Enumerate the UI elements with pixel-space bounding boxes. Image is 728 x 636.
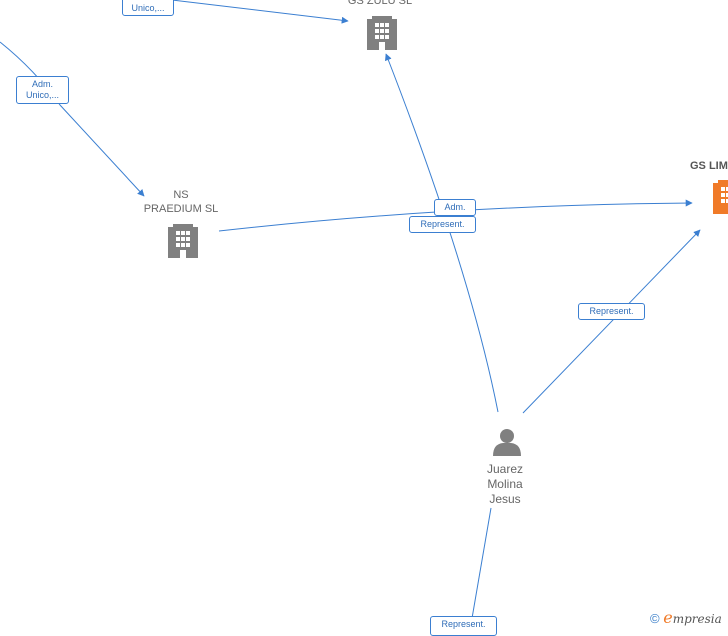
building-icon[interactable] [168, 224, 198, 258]
edge-label-represent-center[interactable]: Represent. [409, 216, 476, 233]
node-label-line: Molina [487, 477, 523, 491]
edge-left-to-ns-praedium [0, 41, 145, 197]
node-label-gs-lim: GS LIM [690, 160, 728, 172]
edge-label-line: Unico,... [25, 90, 59, 100]
edge-top-to-gs-zulu [171, 0, 349, 24]
brand-footer: © empresia [650, 608, 722, 627]
edge-label-adm[interactable]: Adm. [434, 199, 476, 216]
node-label-person: Juarez Molina Jesus [465, 462, 545, 507]
node-label-line: Jesus [489, 492, 521, 506]
person-icon[interactable] [493, 429, 521, 456]
edge-label-line: Adm. [31, 79, 53, 89]
brand-logo-initial: e [663, 608, 673, 627]
edge-person-to-gs-lim [522, 229, 701, 414]
building-icon[interactable] [367, 16, 397, 50]
copyright-symbol: © [650, 611, 660, 626]
node-label-line: NS [173, 189, 189, 201]
node-label-gs-zulu: GS ZULU SL [347, 0, 413, 7]
edge-label-represent-bottom[interactable]: Represent. [430, 616, 497, 636]
edge-label-represent-right[interactable]: Represent. [578, 303, 645, 320]
brand-logo-text: mpresia [672, 612, 722, 626]
node-label-ns-praedium: NS PRAEDIUM SL [131, 188, 231, 216]
edge-person-to-gs-zulu [385, 53, 499, 413]
building-icon[interactable] [713, 180, 728, 214]
node-label-line: PRAEDIUM SL [143, 203, 219, 215]
edge-label-adm-unico[interactable]: Adm. Unico,... [16, 76, 69, 104]
edge-bottom-to-person [469, 507, 492, 630]
node-label-line: Juarez [486, 462, 524, 476]
edge-label-unico-top[interactable]: Unico,... [122, 0, 174, 16]
